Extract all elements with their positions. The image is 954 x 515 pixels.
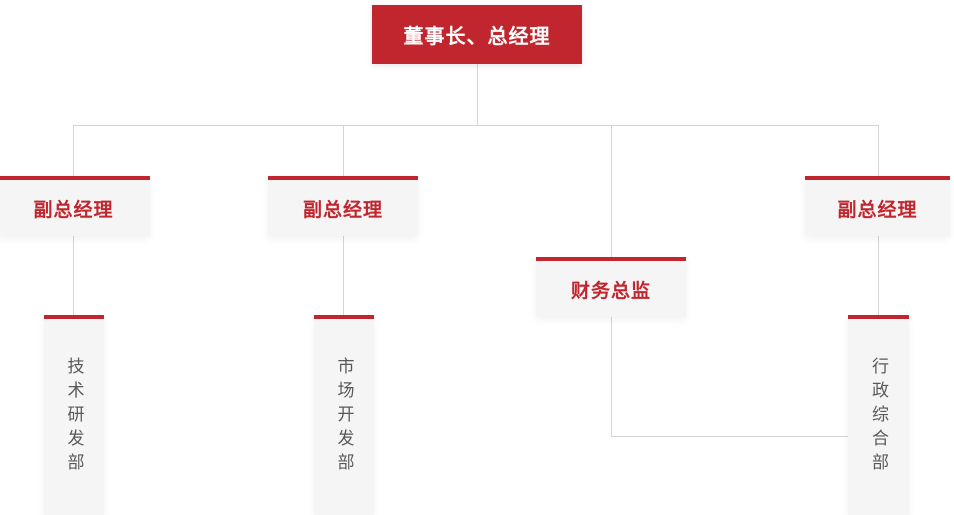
org-node-label: 董事长、总经理 — [403, 26, 551, 48]
connector-finance-elbow-horizontal — [611, 436, 848, 437]
org-node-deputy-gm-3: 副总经理 — [805, 176, 950, 236]
connector-main-horizontal — [73, 125, 879, 126]
org-node-label: 副总经理 — [33, 199, 114, 221]
connector-deputy1-dept — [73, 236, 74, 315]
org-node-deputy-gm-2: 副总经理 — [268, 176, 418, 236]
org-node-label: 技术研发部 — [64, 357, 84, 477]
org-node-chairman-general-manager: 董事长、总经理 — [372, 5, 582, 64]
org-node-tech-rd-dept: 技术研发部 — [44, 315, 104, 515]
org-node-finance-director: 财务总监 — [536, 257, 686, 317]
org-node-label: 行政综合部 — [869, 357, 888, 477]
connector-drop-finance — [611, 125, 612, 257]
connector-root-drop — [477, 64, 478, 125]
connector-finance-elbow-vertical — [611, 317, 612, 437]
connector-drop-deputy-1 — [73, 125, 74, 176]
org-node-market-dev-dept: 市场开发部 — [314, 315, 374, 515]
org-node-deputy-gm-1: 副总经理 — [0, 176, 150, 236]
org-node-label: 财务总监 — [570, 280, 651, 302]
connector-drop-deputy-3 — [878, 125, 879, 176]
connector-deputy2-dept — [343, 236, 344, 315]
connector-deputy3-dept — [878, 236, 879, 315]
org-node-admin-general-dept: 行政综合部 — [848, 315, 909, 515]
org-node-label: 副总经理 — [837, 199, 918, 221]
connector-drop-deputy-2 — [343, 125, 344, 176]
org-node-label: 市场开发部 — [334, 357, 354, 477]
org-node-label: 副总经理 — [302, 199, 383, 221]
